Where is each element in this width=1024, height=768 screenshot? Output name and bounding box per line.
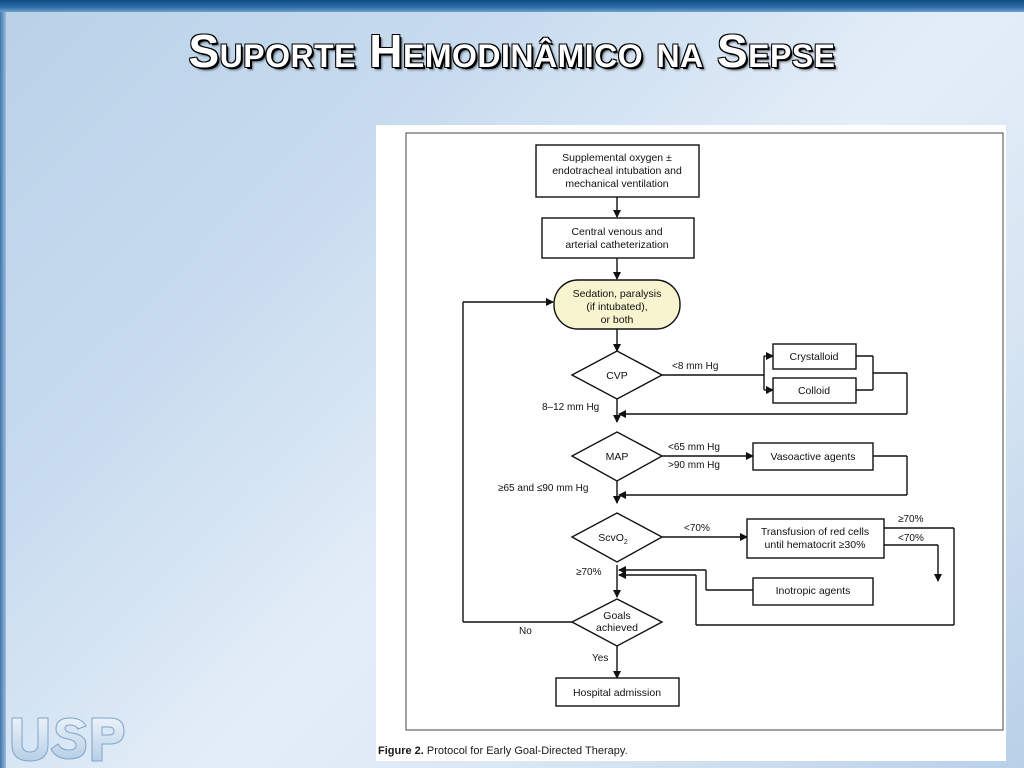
- scvo2-diamond: [570, 512, 664, 563]
- inotropic-box: [752, 577, 874, 606]
- transfusion-line-1: Transfusion of red cells: [761, 526, 869, 538]
- crystalloid-box: [772, 343, 857, 370]
- map-ok-label: ≥65 and ≤90 mm Hg: [498, 483, 588, 494]
- cvp-label: CVP: [606, 370, 628, 382]
- scvo2-ok-label: ≥70%: [576, 567, 602, 578]
- catheter-line-2: arterial catheterization: [565, 239, 668, 251]
- sedation-line-2: (if intubated),: [586, 301, 647, 313]
- goals-diamond: [570, 598, 664, 647]
- slide-title: Suporte Hemodinâmico na Sepse: [188, 25, 836, 77]
- cvp-diamond: [570, 350, 664, 400]
- map-high-label: >90 mm Hg: [668, 460, 720, 471]
- vasoactive-box: [752, 442, 874, 471]
- oxygen-box: [535, 144, 700, 198]
- vasoactive-label: Vasoactive agents: [770, 451, 855, 463]
- oxygen-line-1: Supplemental oxygen ±: [562, 152, 672, 164]
- flowchart-figure: Supplemental oxygen ± endotracheal intub…: [376, 125, 1006, 761]
- transfusion-low-label: <70%: [898, 533, 924, 544]
- figure-caption: Figure 2. Protocol for Early Goal-Direct…: [378, 745, 628, 757]
- sedation-box: [553, 279, 681, 330]
- map-label: MAP: [606, 451, 629, 463]
- catheterization-box: [541, 217, 695, 259]
- figure-frame: [405, 132, 1004, 731]
- transfusion-line-2: until hematocrit ≥30%: [765, 539, 866, 551]
- goals-line-2: achieved: [596, 622, 638, 634]
- transfusion-ok-label: ≥70%: [898, 514, 924, 525]
- crystalloid-label: Crystalloid: [789, 351, 838, 363]
- usp-logo: [8, 712, 126, 764]
- catheter-line-1: Central venous and: [571, 226, 662, 238]
- left-accent-edge: [0, 12, 6, 768]
- cvp-ok-label: 8–12 mm Hg: [542, 402, 599, 413]
- caption-text: Protocol for Early Goal-Directed Therapy…: [423, 745, 628, 757]
- map-low-label: <65 mm Hg: [668, 442, 720, 453]
- sedation-line-1: Sedation, paralysis: [573, 288, 662, 300]
- scvo2-low-label: <70%: [684, 523, 710, 534]
- no-label: No: [519, 626, 532, 637]
- admission-box: [555, 677, 680, 707]
- sedation-line-3: or both: [601, 314, 634, 326]
- transfusion-box: [746, 518, 885, 559]
- oxygen-line-3: mechanical ventilation: [565, 178, 668, 190]
- colloid-box: [772, 377, 857, 404]
- flowchart-canvas: Supplemental oxygen ± endotracheal intub…: [405, 132, 1004, 731]
- yes-label: Yes: [592, 653, 608, 664]
- scvo2-label: ScvO2: [598, 532, 628, 546]
- map-diamond: [570, 431, 664, 482]
- goals-line-1: Goals: [603, 610, 630, 622]
- caption-label: Figure 2.: [378, 745, 424, 757]
- colloid-label: Colloid: [798, 385, 830, 397]
- cvp-low-label: <8 mm Hg: [672, 361, 718, 372]
- inotropic-label: Inotropic agents: [776, 585, 851, 597]
- admission-label: Hospital admission: [573, 687, 661, 699]
- top-accent-bar: [0, 0, 1024, 12]
- oxygen-line-2: endotracheal intubation and: [552, 165, 682, 177]
